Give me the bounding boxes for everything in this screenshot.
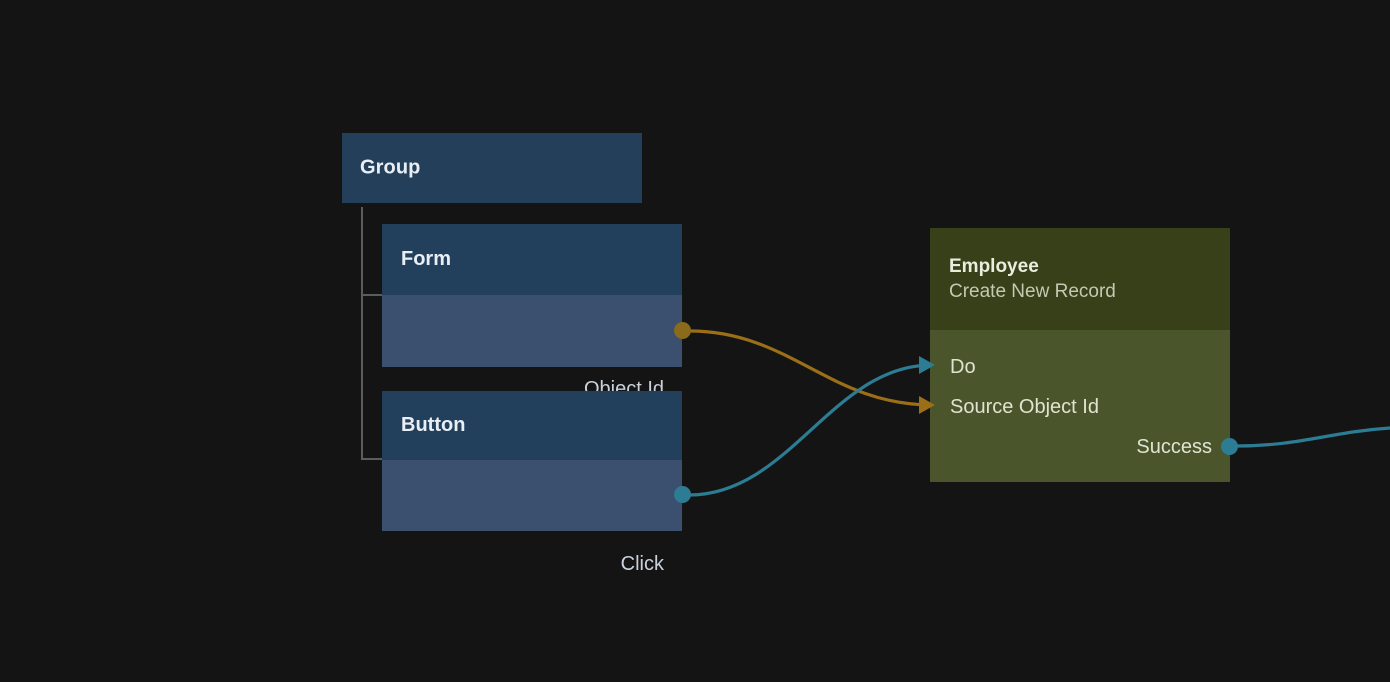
port-label-source-object-id: Source Object Id — [950, 395, 1099, 418]
node-button-title: Button — [401, 414, 466, 436]
tree-branch-stub-button — [361, 458, 382, 460]
port-arrow-source-object-id[interactable] — [919, 396, 935, 414]
wire-object-id-to-source-object-id — [688, 329, 934, 407]
node-button-body: Click — [382, 460, 682, 575]
group-node[interactable]: Group — [342, 133, 642, 203]
port-label-do: Do — [950, 355, 976, 378]
port-label-click: Click — [620, 552, 664, 575]
port-row-click[interactable]: Click — [621, 551, 664, 577]
node-button-header[interactable]: Button — [382, 391, 682, 460]
port-row-success[interactable]: Success — [1136, 434, 1212, 460]
port-label-success: Success — [1136, 435, 1212, 458]
port-dot-success[interactable] — [1221, 438, 1238, 455]
tree-branch-stub-form — [361, 294, 382, 296]
tree-spine-line — [361, 207, 363, 460]
node-employee-header[interactable]: Employee Create New Record — [930, 228, 1230, 330]
node-employee[interactable]: Employee Create New Record Do Source Obj… — [919, 228, 1238, 482]
wire-click-to-do — [687, 363, 934, 497]
node-form-title: Form — [401, 248, 451, 270]
node-form[interactable]: Form Object Id — [382, 224, 691, 400]
port-dot-object-id[interactable] — [674, 322, 691, 339]
port-arrow-do[interactable] — [919, 356, 935, 374]
node-employee-body: Do Source Object Id Success — [930, 330, 1230, 482]
node-button[interactable]: Button Click — [382, 391, 691, 575]
node-employee-subtitle: Create New Record — [949, 281, 1116, 302]
group-node-title: Group — [360, 156, 421, 179]
port-row-do[interactable]: Do — [950, 354, 976, 380]
node-form-header[interactable]: Form — [382, 224, 682, 295]
node-form-body: Object Id — [382, 295, 682, 400]
port-dot-click[interactable] — [674, 486, 691, 503]
node-employee-title: Employee — [949, 256, 1039, 277]
wire-success-outgoing — [1234, 426, 1390, 448]
port-row-source-object-id[interactable]: Source Object Id — [950, 394, 1099, 420]
